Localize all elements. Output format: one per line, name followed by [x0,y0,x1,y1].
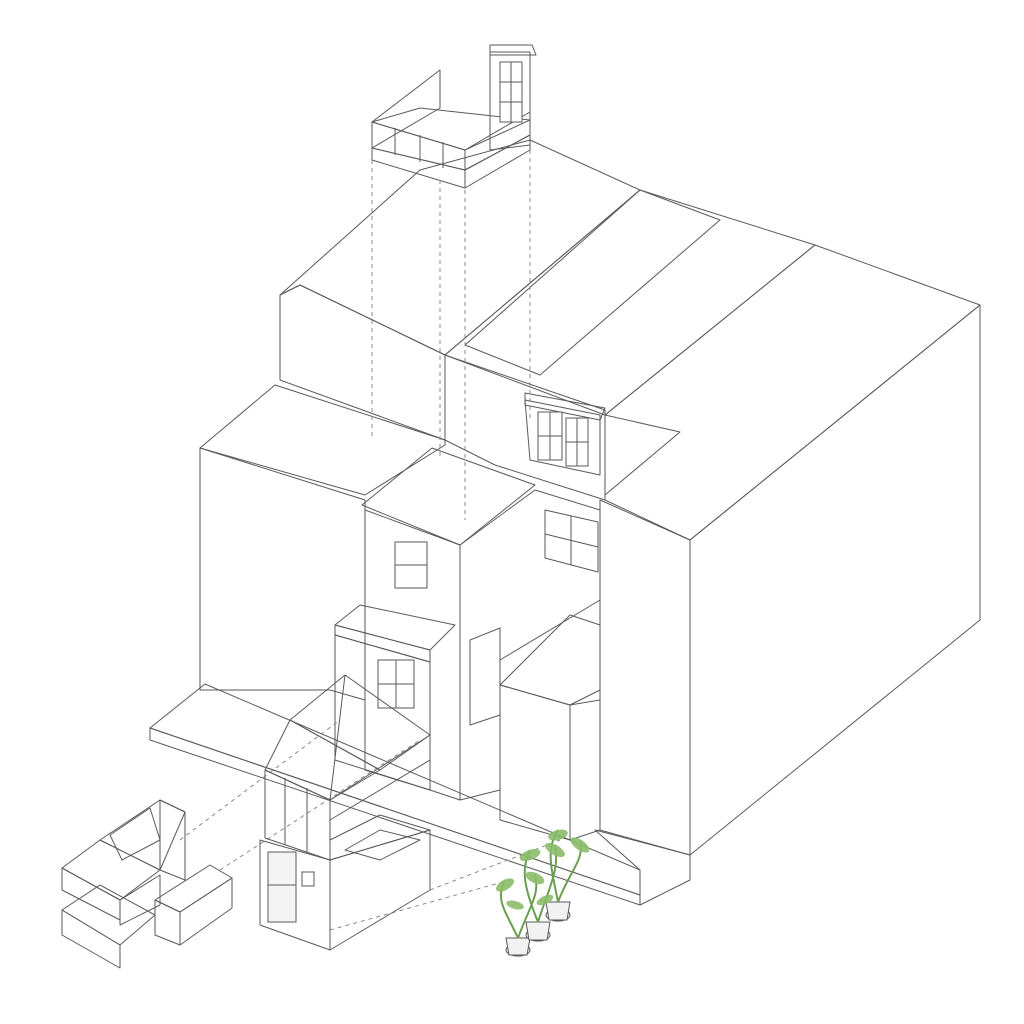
brick-rear-facade [334,447,601,801]
kitchen-units [61,799,233,969]
potted-plants [495,829,590,957]
entrance-door-module [259,814,431,951]
ground-slab [149,683,691,906]
right-neighbour-building [444,189,981,856]
roof-terrace-balcony [371,44,537,189]
slate-mansard-dormer [444,354,606,501]
side-annex [499,614,601,841]
projection-lines [179,150,561,931]
